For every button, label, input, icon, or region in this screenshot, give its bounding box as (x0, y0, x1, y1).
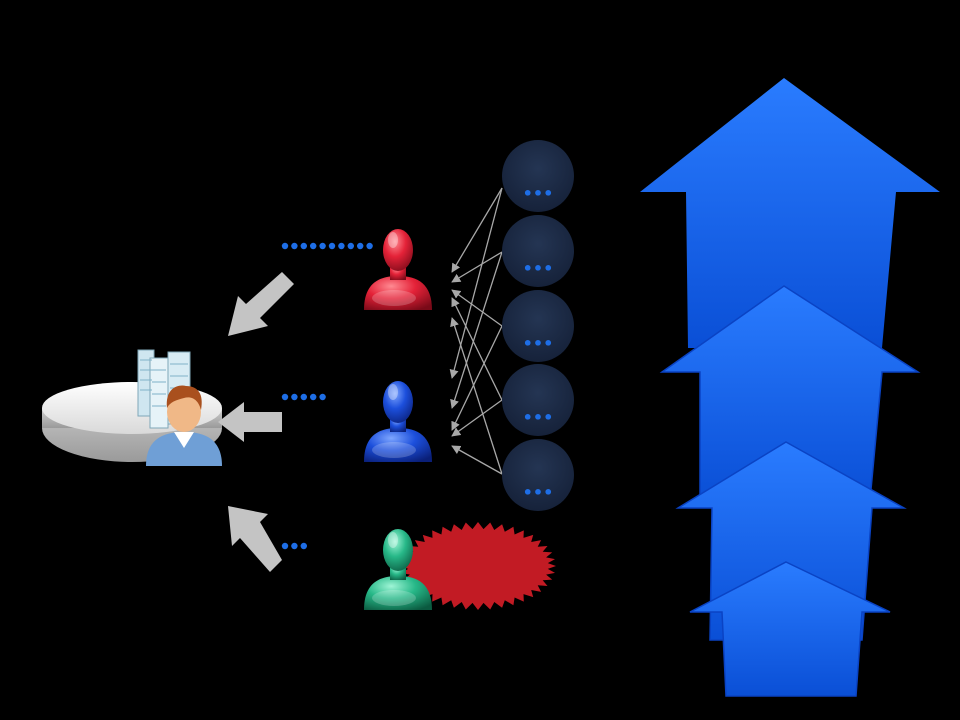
growth-arrow-stack (640, 78, 940, 697)
person-red-icon (364, 229, 432, 310)
circle-node-label: ••• (523, 408, 554, 427)
connector-line (451, 289, 503, 327)
person-green-icon (364, 529, 432, 610)
connector-line (450, 251, 503, 409)
blue-dot (291, 542, 298, 550)
blue-dot (300, 393, 307, 401)
connector-line (451, 399, 503, 437)
blue-dot (300, 242, 307, 250)
blue-dot (281, 242, 289, 250)
circle-node-2: ••• (502, 215, 574, 287)
growth-arrow-layer-1 (640, 78, 940, 348)
connector-lines (449, 187, 503, 475)
circle-node-label: ••• (523, 334, 554, 353)
blue-dot (281, 542, 289, 550)
blue-dot (328, 242, 336, 250)
person-blue-icon (364, 381, 432, 462)
red-burst-shape (400, 522, 556, 610)
gray-arrows (218, 272, 294, 572)
circle-node-3: ••• (502, 290, 574, 362)
arrow-from-red-person (228, 272, 294, 336)
circle-node-1: ••• (502, 140, 574, 212)
connector-line (449, 187, 503, 379)
blue-dot (291, 242, 298, 250)
blue-dot (347, 242, 354, 250)
growth-arrow-layer-4 (689, 561, 891, 697)
dot-row-green (281, 542, 307, 550)
hub-group (42, 349, 222, 466)
connector-line (451, 325, 503, 431)
connector-line (450, 317, 503, 475)
businessman-avatar-icon (146, 385, 222, 466)
dot-row-blue (281, 393, 326, 401)
blue-dot (338, 242, 345, 250)
blue-dot (281, 393, 289, 401)
blue-dot (310, 242, 317, 250)
circle-node-4: ••• (502, 364, 574, 436)
connector-line (451, 445, 503, 475)
connector-line (451, 187, 503, 273)
dot-row-red (281, 242, 373, 250)
blue-dot (319, 393, 326, 401)
blue-dot (319, 242, 326, 250)
blue-dot (366, 242, 373, 250)
circle-node-label: ••• (523, 483, 554, 502)
connector-line (451, 297, 503, 401)
connector-line (451, 251, 503, 283)
circle-node-label: ••• (523, 259, 554, 278)
arrow-from-blue-person (218, 402, 282, 442)
circle-node-label: ••• (523, 184, 554, 203)
blue-dot (300, 542, 307, 550)
circle-node-5: ••• (502, 439, 574, 511)
blue-dot (357, 242, 364, 250)
circle-column: ••• ••• ••• ••• ••• (502, 140, 574, 511)
arrow-from-green-person (228, 506, 282, 572)
blue-dot (310, 393, 317, 401)
blue-dot (291, 393, 298, 401)
